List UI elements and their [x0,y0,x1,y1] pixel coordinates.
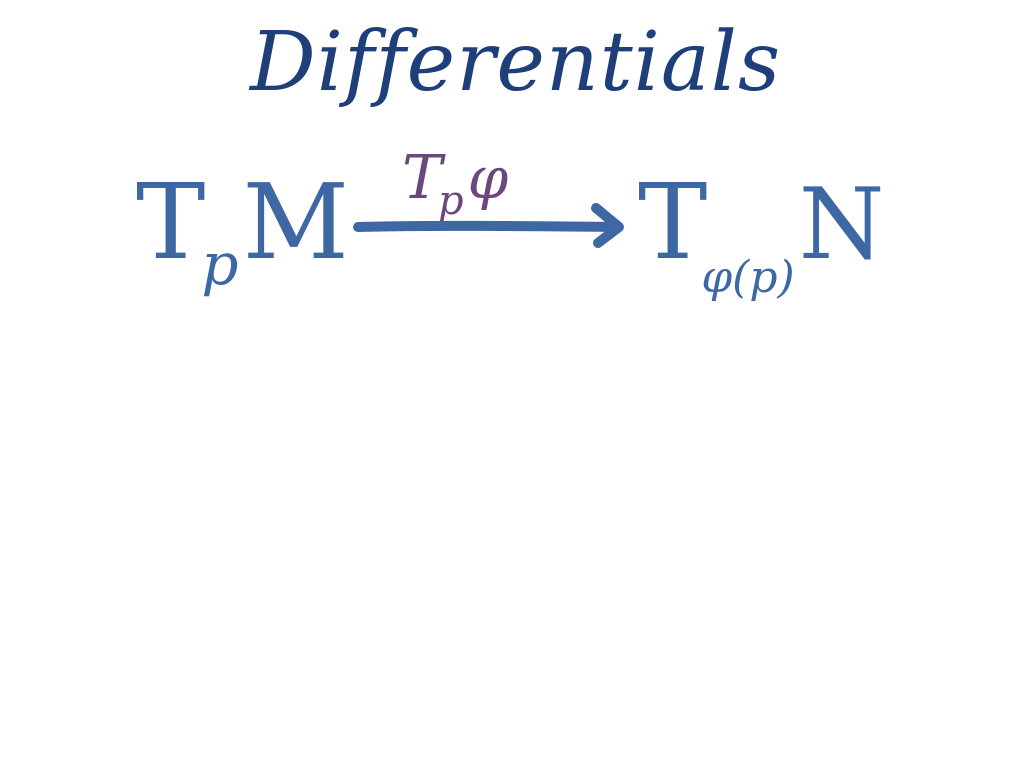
map-point-subscript: p [438,178,464,224]
map-function-name: φ [467,144,509,212]
arrow-shaft [353,220,621,232]
diagram-title: Differentials [250,15,782,110]
target-manifold-name: N [798,168,885,282]
target-point-subscript: φ(p) [701,252,795,303]
arrow-map-label: Tpφ [402,148,508,221]
source-tangent-space: TpM [136,170,349,293]
source-tangent-symbol: T [136,161,206,283]
source-point-subscript: p [201,230,239,298]
arrow-head [591,203,624,248]
map-tangent-symbol: T [402,143,443,213]
target-tangent-space: Tφ(p)N [638,170,884,300]
source-manifold-name: M [242,161,350,283]
target-tangent-symbol: T [638,161,708,283]
